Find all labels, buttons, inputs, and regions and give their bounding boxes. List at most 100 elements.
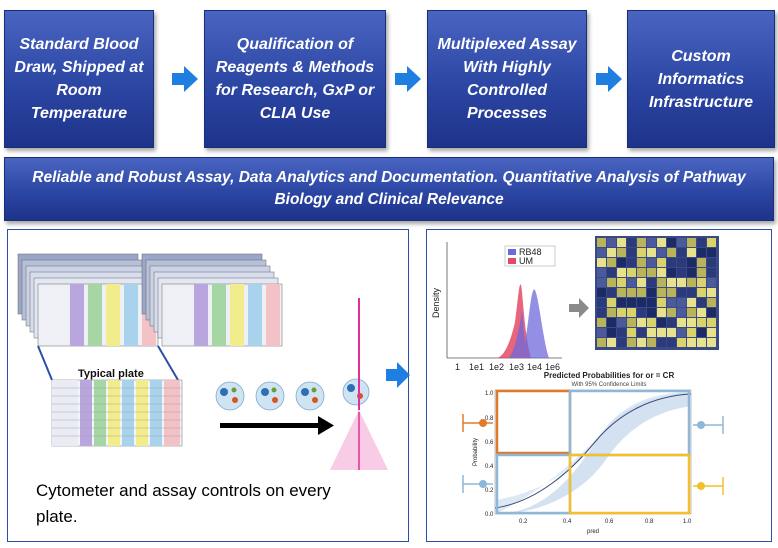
heatmap-cell [707,258,716,267]
histogram-xtick: 1e1 [469,362,484,372]
heatmap-cell [647,328,656,337]
heatmap-cell [687,278,696,287]
heatmap-cell [627,238,636,247]
step-label: Qualification of Reagents & Methods for … [215,36,375,122]
typical-plate [51,379,183,447]
heatmap-cell [697,308,706,317]
prob-plot-xtick: 0.6 [605,519,614,525]
heatmap-cell [637,338,646,347]
heatmap-cell [597,288,606,297]
heatmap-cell [617,288,626,297]
heatmap-cell [707,248,716,257]
probability-plot [462,389,724,515]
heatmap-cell [667,248,676,257]
heatmap-cell [647,308,656,317]
heatmap-cell [627,328,636,337]
step-box-qualification: Qualification of Reagents & Methods for … [204,10,386,148]
heatmap-cell [657,308,666,317]
heatmap-cell [627,278,636,287]
prob-plot-ytick: 0.6 [485,440,494,446]
heatmap-cell [627,248,636,257]
heatmap-cell [657,318,666,327]
heatmap-cell [637,258,646,267]
heatmap-cell [687,308,696,317]
heatmap-cell [637,278,646,287]
prob-plot-ytick: 0.0 [485,512,494,518]
heatmap-cell [677,298,686,307]
heatmap-cell [647,278,656,287]
heatmap-cell [617,278,626,287]
heatmap-cell [697,278,706,287]
histogram-legend-um: UM [519,256,533,266]
heatmap-cell [707,238,716,247]
heatmap-cell [657,328,666,337]
heatmap-cell [677,338,686,347]
prob-plot-ytick: 0.2 [485,488,494,494]
step-box-informatics: Custom Informatics Infrastructure [627,10,775,148]
arrow-right-icon [386,362,410,388]
heatmap-cell [677,238,686,247]
heatmap-cell [657,238,666,247]
step-label: Standard Blood Draw, Shipped at Room Tem… [14,36,144,122]
heatmap-cell [617,258,626,267]
heatmap-cell [647,248,656,257]
heatmap-cell [597,338,606,347]
heatmap-cell [637,298,646,307]
heatmap-cell [687,298,696,307]
heatmap-cell [637,248,646,257]
heatmap-cell [637,268,646,277]
heatmap-cell [657,298,666,307]
heatmap-cell [687,258,696,267]
step-box-blood-draw: Standard Blood Draw, Shipped at Room Tem… [4,10,154,148]
heatmap-cell [687,248,696,257]
heatmap-cell [677,278,686,287]
heatmap-cell [607,328,616,337]
arrow-right-icon [569,298,589,318]
heatmap-cell [597,308,606,317]
heatmap-cell [597,248,606,257]
prob-plot-xtick: 0.4 [563,519,572,525]
banner-text: Reliable and Robust Assay, Data Analytic… [32,169,746,208]
prob-plot-ytick: 0.8 [485,416,494,422]
heatmap-matrix [595,236,719,350]
heatmap-cell [687,288,696,297]
step-label: Custom Informatics Infrastructure [648,47,754,111]
heatmap-cell [647,318,656,327]
heatmap-cell [707,268,716,277]
prob-plot-xlabel: pred [587,529,599,535]
histogram-xtick: 1 [455,362,460,372]
heatmap-cell [597,298,606,307]
heatmap-cell [667,278,676,287]
heatmap-cell [637,288,646,297]
heatmap-cell [667,238,676,247]
heatmap-cell [677,318,686,327]
heatmap-cell [607,258,616,267]
heatmap-cell [607,268,616,277]
heatmap-cell [617,248,626,257]
heatmap-cell [617,338,626,347]
heatmap-cell [697,258,706,267]
heatmap-cell [707,298,716,307]
right-panel: RB48 UM Density 1 1e1 1e2 1e3 1e4 1e6 Pr… [426,229,772,542]
heatmap-cell [657,248,666,257]
heatmap-cell [647,268,656,277]
arrow-right-icon [596,66,622,92]
heatmap-cell [637,308,646,317]
prob-plot-xtick: 0.2 [519,519,528,525]
heatmap-cell [657,268,666,277]
heatmap-cell [667,308,676,317]
heatmap-cell [627,298,636,307]
arrow-right-icon [172,66,198,92]
heatmap-cell [687,238,696,247]
heatmap-cell [667,338,676,347]
heatmap-cell [627,318,636,327]
step-box-multiplexed-assay: Multiplexed Assay With Highly Controlled… [427,10,587,148]
histogram-legend-rb48: RB48 [519,247,542,257]
heatmap-cell [657,258,666,267]
heatmap-cell [707,338,716,347]
histogram-xtick: 1e6 [545,362,560,372]
heatmap-cell [667,298,676,307]
heatmap-cell [597,278,606,287]
prob-plot-ylabel: Probability [473,438,479,466]
heatmap-cell [667,318,676,327]
